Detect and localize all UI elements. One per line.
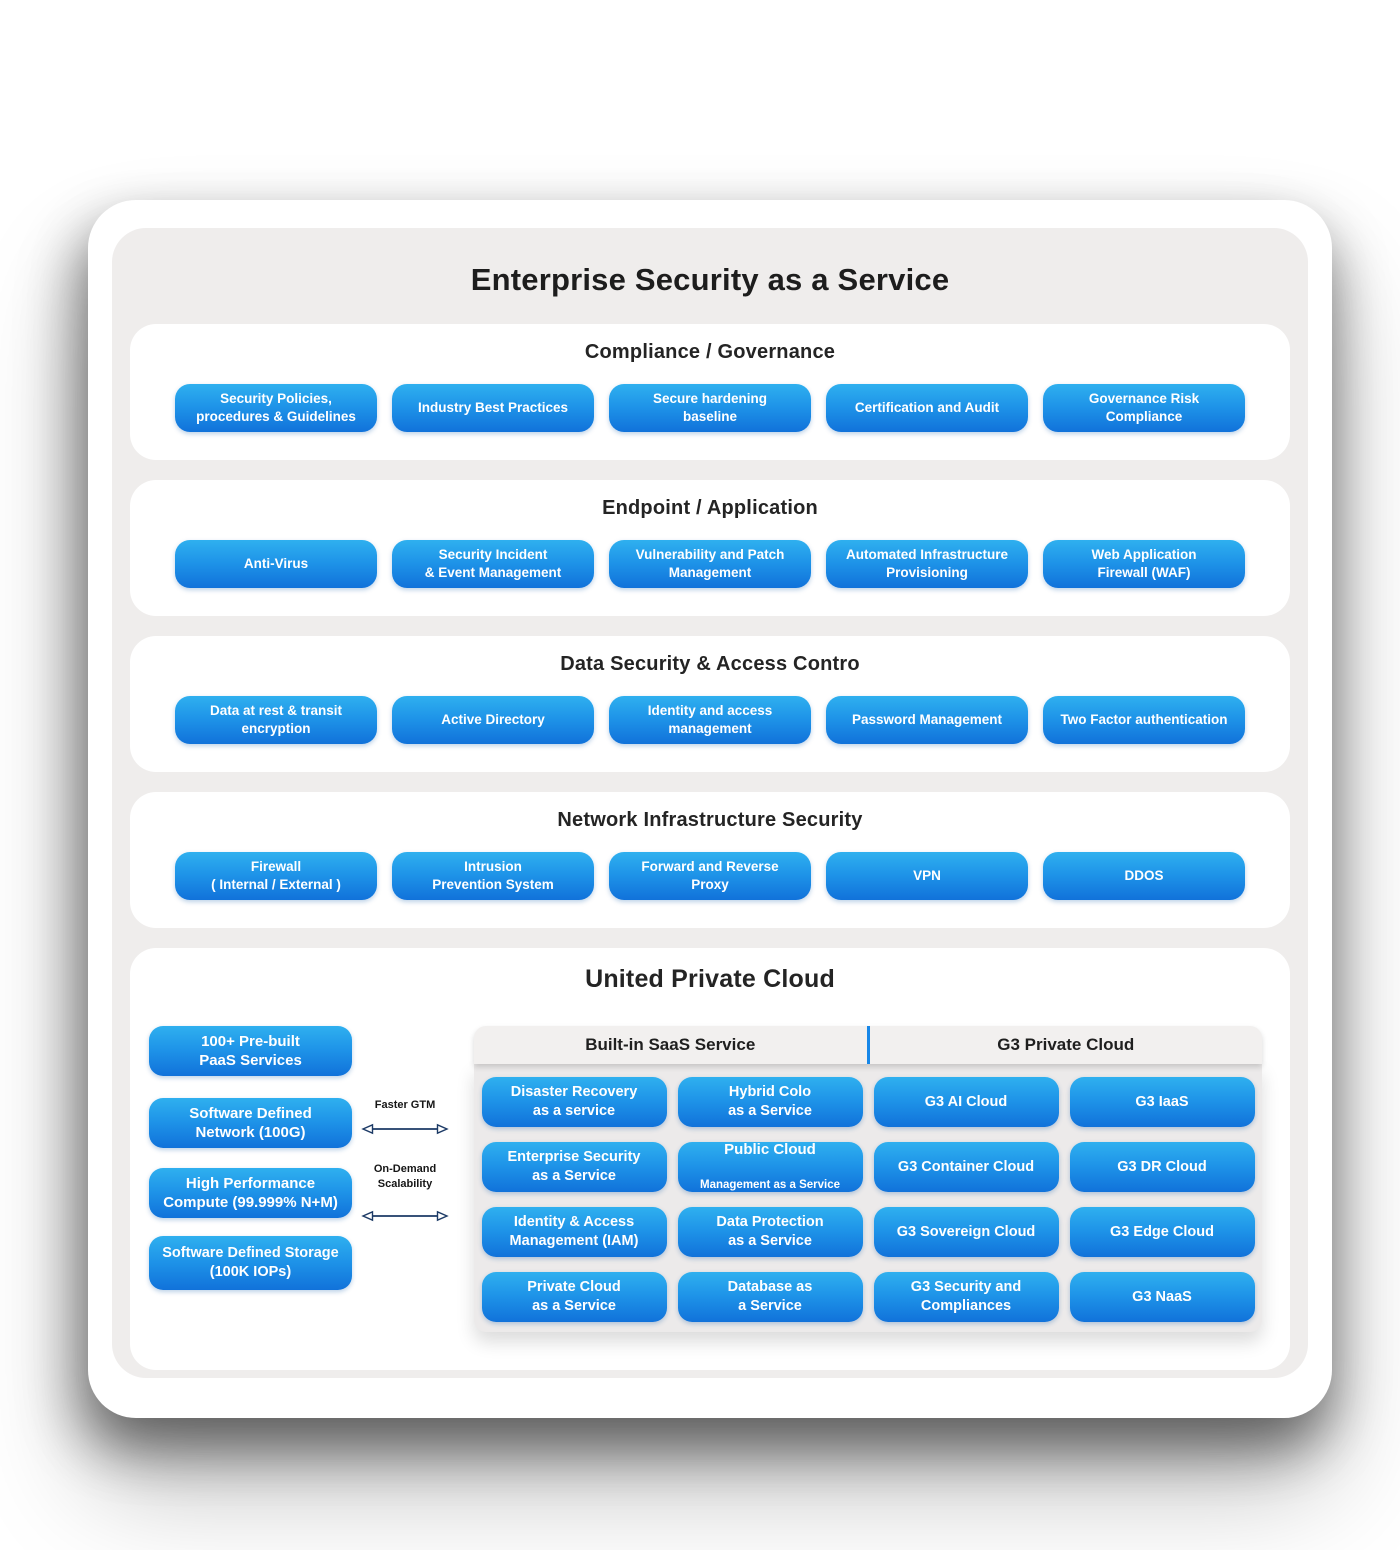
service-pill: Secure hardening baseline [609, 384, 811, 432]
double-arrow-icon [361, 1210, 449, 1222]
service-pill: Firewall ( Internal / External ) [175, 852, 377, 900]
service-pill: Security Policies, procedures & Guidelin… [175, 384, 377, 432]
service-pill: VPN [826, 852, 1028, 900]
section-heading: Data Security & Access Contro [560, 653, 860, 675]
cloud-services-table: Built-in SaaS Service G3 Private Cloud D… [474, 1026, 1262, 1332]
service-pill: DDOS [1043, 852, 1245, 900]
table-pill: G3 Security and Compliances [873, 1272, 1059, 1322]
table-pill: Data Protection as a Service [677, 1207, 863, 1257]
service-pill: Identity and access management [609, 696, 811, 744]
pill-row: Data at rest & transit encryption Active… [130, 696, 1290, 744]
table-pill: G3 NaaS [1069, 1272, 1255, 1322]
service-pill: Data at rest & transit encryption [175, 696, 377, 744]
table-pill: G3 Sovereign Cloud [873, 1207, 1059, 1257]
table-pill: Hybrid Colo as a Service [677, 1077, 863, 1127]
sdn-pill: Software Defined Network (100G) [149, 1098, 352, 1148]
table-pill: Identity & Access Management (IAM) [481, 1207, 667, 1257]
service-pill: Intrusion Prevention System [392, 852, 594, 900]
double-arrow-icon [361, 1123, 449, 1135]
table-pill: Enterprise Security as a Service [481, 1142, 667, 1192]
table-pill: Database as a Service [677, 1272, 863, 1322]
table-row: Private Cloud as a Service Database as a… [480, 1272, 1256, 1322]
section-heading: United Private Cloud [585, 965, 835, 993]
service-pill: Automated Infrastructure Provisioning [826, 540, 1028, 588]
table-pill: G3 IaaS [1069, 1077, 1255, 1127]
section-heading: Compliance / Governance [584, 341, 836, 363]
table-pill: G3 AI Cloud [873, 1077, 1059, 1127]
service-pill: Two Factor authentication [1043, 696, 1245, 744]
table-pill: G3 DR Cloud [1069, 1142, 1255, 1192]
section-data-security-access-control: Data Security & Access Contro Data at re… [130, 636, 1290, 772]
table-header-divider [866, 1026, 870, 1064]
section-endpoint-application: Endpoint / Application Anti-Virus Securi… [130, 480, 1290, 616]
sds-pill: Software Defined Storage (100K IOPs) [149, 1236, 352, 1290]
table-pill-line2: Management as a Service [700, 1179, 840, 1192]
service-pill: Password Management [826, 696, 1028, 744]
service-pill: Security Incident & Event Management [392, 540, 594, 588]
service-pill: Active Directory [392, 696, 594, 744]
outer-card: Enterprise Security as a Service Complia… [88, 200, 1332, 1418]
table-row: Disaster Recovery as a service Hybrid Co… [480, 1077, 1256, 1127]
page-title: Enterprise Security as a Service [470, 262, 950, 297]
inner-panel: Enterprise Security as a Service Complia… [112, 228, 1308, 1378]
section-heading: Network Infrastructure Security [557, 809, 863, 831]
table-pill: Public Cloud Management as a Service [677, 1140, 863, 1192]
table-pill: G3 Edge Cloud [1069, 1207, 1255, 1257]
table-header-built-in-saas: Built-in SaaS Service [585, 1035, 756, 1054]
pill-row: Firewall ( Internal / External ) Intrusi… [130, 852, 1290, 900]
hpc-pill: High Performance Compute (99.999% N+M) [149, 1168, 352, 1218]
table-pill: Private Cloud as a Service [481, 1272, 667, 1322]
pill-row: Security Policies, procedures & Guidelin… [130, 384, 1290, 432]
arrow-label-on-demand-scalability: On-Demand Scalability [373, 1163, 437, 1190]
service-pill: Industry Best Practices [392, 384, 594, 432]
table-pill-line1: Public Cloud [724, 1140, 816, 1158]
table-pill: Disaster Recovery as a service [481, 1077, 667, 1127]
service-pill: Forward and Reverse Proxy [609, 852, 811, 900]
table-row: Identity & Access Management (IAM) Data … [480, 1207, 1256, 1257]
table-body: Disaster Recovery as a service Hybrid Co… [474, 1064, 1262, 1332]
section-network-infrastructure-security: Network Infrastructure Security Firewall… [130, 792, 1290, 928]
arrow-label-faster-gtm: Faster GTM [374, 1099, 436, 1111]
service-pill: Certification and Audit [826, 384, 1028, 432]
table-pill: G3 Container Cloud [873, 1142, 1059, 1192]
service-pill: Governance Risk Compliance [1043, 384, 1245, 432]
table-row: Enterprise Security as a Service Public … [480, 1140, 1256, 1192]
section-heading: Endpoint / Application [602, 497, 818, 519]
paas-services-pill: 100+ Pre-built PaaS Services [149, 1026, 352, 1076]
table-header-row: Built-in SaaS Service G3 Private Cloud [474, 1026, 1262, 1064]
pill-row: Anti-Virus Security Incident & Event Man… [130, 540, 1290, 588]
section-compliance-governance: Compliance / Governance Security Policie… [130, 324, 1290, 460]
table-header-g3-private-cloud: G3 Private Cloud [997, 1035, 1135, 1054]
service-pill: Anti-Virus [175, 540, 377, 588]
service-pill: Web Application Firewall (WAF) [1043, 540, 1245, 588]
service-pill: Vulnerability and Patch Management [609, 540, 811, 588]
section-united-private-cloud: United Private Cloud 100+ Pre-built PaaS… [130, 948, 1290, 1370]
